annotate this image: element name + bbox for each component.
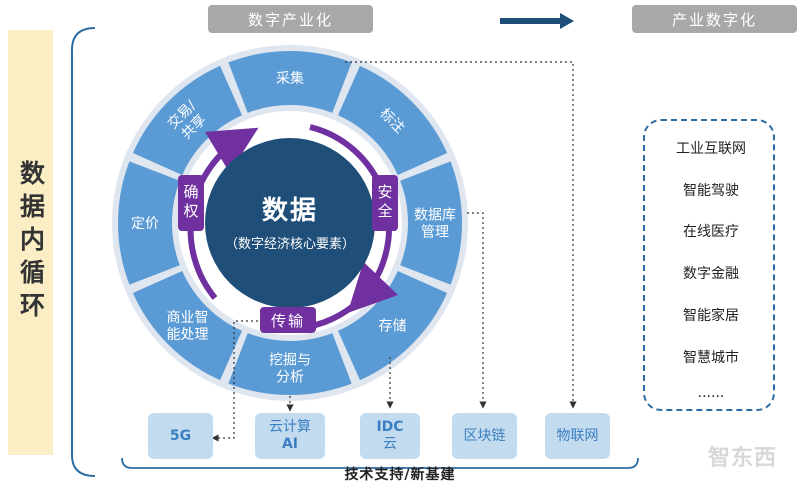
ring-segment-label: 定价 — [131, 216, 159, 232]
tech-label: 区块链 — [463, 427, 506, 444]
application-list: 工业互联网 智能驾驶 在线医疗 数字金融 智能家居 智慧城市 ...... — [643, 119, 775, 411]
tech-label: 云计算 — [269, 419, 311, 435]
header-arrow-head — [560, 13, 574, 29]
app-item: ...... — [697, 385, 725, 401]
bottom-bracket — [121, 457, 639, 469]
ring-segment — [337, 270, 448, 381]
watermark-logo: 智东西 — [708, 445, 778, 471]
header-digital-industrialization: 数字产业化 — [208, 5, 373, 33]
connector-collect-iot — [345, 61, 577, 409]
ring-segment — [228, 333, 352, 395]
tech-box-cloud-ai: 云计算 AI — [255, 413, 325, 459]
tech-label: 云 — [383, 436, 397, 452]
app-item: 智慧城市 — [683, 350, 739, 366]
tech-label: IDC — [376, 419, 404, 435]
ring-segment — [337, 65, 448, 176]
ring-segment-label: 数据库管理 — [414, 207, 456, 240]
ring-segment-label: 挖掘与分析 — [269, 352, 311, 385]
ring-segment — [400, 161, 463, 285]
connector-db-blockchain — [467, 212, 487, 409]
ring-segment — [132, 65, 243, 176]
tech-label: AI — [281, 436, 299, 452]
data-inner-loop-label: 数据内循环 — [8, 30, 53, 455]
app-item: 智能家居 — [683, 308, 739, 324]
tech-label: 5G — [169, 427, 192, 444]
connector-transfer-5g — [211, 320, 258, 442]
tech-label: 物联网 — [556, 427, 599, 444]
app-item: 在线医疗 — [683, 224, 739, 240]
ring-segment-label: 采集 — [276, 70, 304, 87]
badge-transfer: 传输 — [260, 307, 316, 333]
tech-box-idc-cloud: IDC 云 — [360, 413, 420, 459]
badge-ownership: 确权 — [178, 175, 204, 231]
tech-box-blockchain: 区块链 — [452, 413, 517, 459]
tech-box-5g: 5G — [148, 413, 213, 459]
badge-security: 安全 — [372, 175, 398, 231]
app-item: 数字金融 — [683, 266, 739, 282]
left-bracket — [71, 27, 96, 477]
ring-segment-label: 商业智能处理 — [166, 310, 208, 343]
data-inner-loop-text: 数据内循环 — [16, 160, 46, 325]
ring-segment — [132, 270, 243, 381]
ring-segment — [228, 51, 352, 113]
core-circle — [205, 138, 375, 308]
core-title: 数据 — [261, 196, 318, 226]
tech-box-iot: 物联网 — [545, 413, 610, 459]
tech-support-label: 技术支持/新基建 — [344, 467, 456, 483]
app-item: 智能驾驶 — [683, 183, 739, 199]
core-subtitle: （数字经济核心要素） — [224, 237, 355, 252]
header-industrial-digitalization: 产业数字化 — [632, 5, 797, 33]
ring-segment-label: 存储 — [379, 318, 407, 334]
ring-segment — [117, 161, 180, 285]
app-item: 工业互联网 — [676, 141, 746, 157]
